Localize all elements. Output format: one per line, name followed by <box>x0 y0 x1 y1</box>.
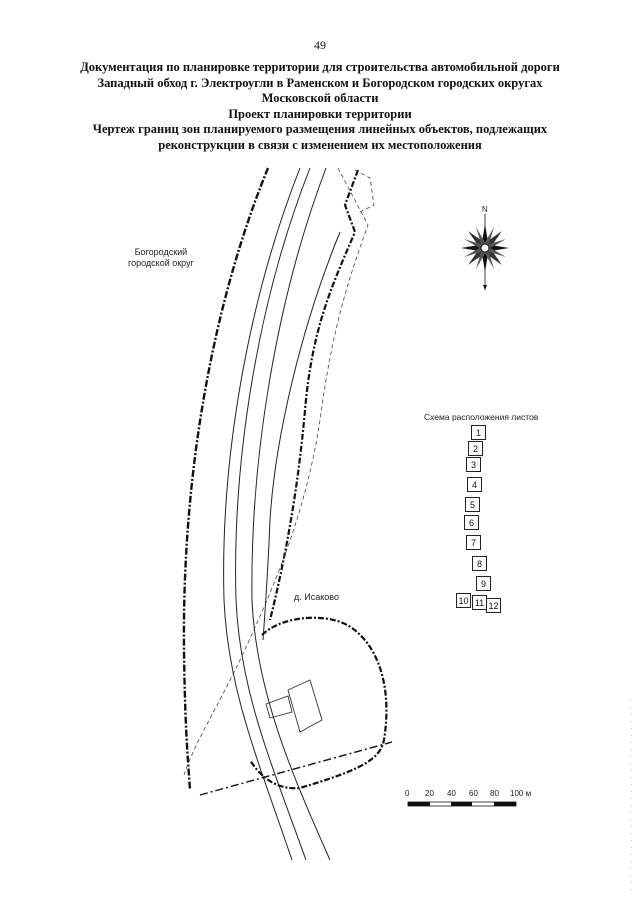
scale-tick-80: 80 <box>490 789 499 798</box>
sheet-cell-6: 6 <box>464 515 479 530</box>
scale-tick-20: 20 <box>425 789 434 798</box>
sheet-cell-10: 10 <box>456 593 471 608</box>
title-line-5: Чертеж границ зон планируемого размещени… <box>92 122 548 136</box>
scale-tick-0: 0 <box>405 789 410 798</box>
compass-north-label: N <box>482 205 488 214</box>
transverse-line <box>199 741 393 796</box>
page-number: 49 <box>314 38 326 52</box>
village-label: д. Исаково <box>294 592 339 602</box>
village-boundary <box>249 616 388 790</box>
scale-tick-40: 40 <box>447 789 456 798</box>
sheet-cell-3: 3 <box>466 457 481 472</box>
title-line-2: Западный обход г. Электроугли в Раменско… <box>97 75 543 90</box>
sheet-cell-11: 11 <box>472 595 487 610</box>
scale-tick-60: 60 <box>469 789 478 798</box>
compass-rose <box>461 214 509 290</box>
building-outline-2 <box>265 695 293 719</box>
title-line-3: Московской области <box>261 91 379 105</box>
title-line-4: Проект планировки территории <box>228 106 412 121</box>
title-line-1: Документация по планировке территории дл… <box>80 60 560 74</box>
road-edge-3 <box>251 167 331 861</box>
district-label: Богородский городской округ <box>128 247 194 268</box>
sheet-cell-7: 7 <box>466 535 481 550</box>
road-edge-2 <box>235 167 311 861</box>
sheet-cell-2: 2 <box>468 441 483 456</box>
sheet-cell-5: 5 <box>465 497 480 512</box>
sheet-cell-8: 8 <box>472 556 487 571</box>
sheet-cell-9: 9 <box>476 576 491 591</box>
road-edge-4 <box>262 231 341 641</box>
sheet-cell-12: 12 <box>486 598 501 613</box>
sheet-scheme-title: Схема расположения листов <box>424 412 539 422</box>
zone-boundary-west <box>182 167 270 791</box>
scale-tick-100: 100 м <box>510 789 532 798</box>
title-line-6: реконструкции в связи с изменением их ме… <box>158 137 482 152</box>
road-edge-1 <box>223 167 301 861</box>
existing-line <box>183 167 369 776</box>
sheet-cell-1: 1 <box>471 425 486 440</box>
scale-bar <box>407 801 517 807</box>
sheet-cell-4: 4 <box>467 477 482 492</box>
zone-boundary-east <box>268 169 360 621</box>
building-outline <box>287 679 323 733</box>
document-title: Документация по планировке территории дл… <box>40 60 600 153</box>
existing-line-east <box>354 169 375 213</box>
